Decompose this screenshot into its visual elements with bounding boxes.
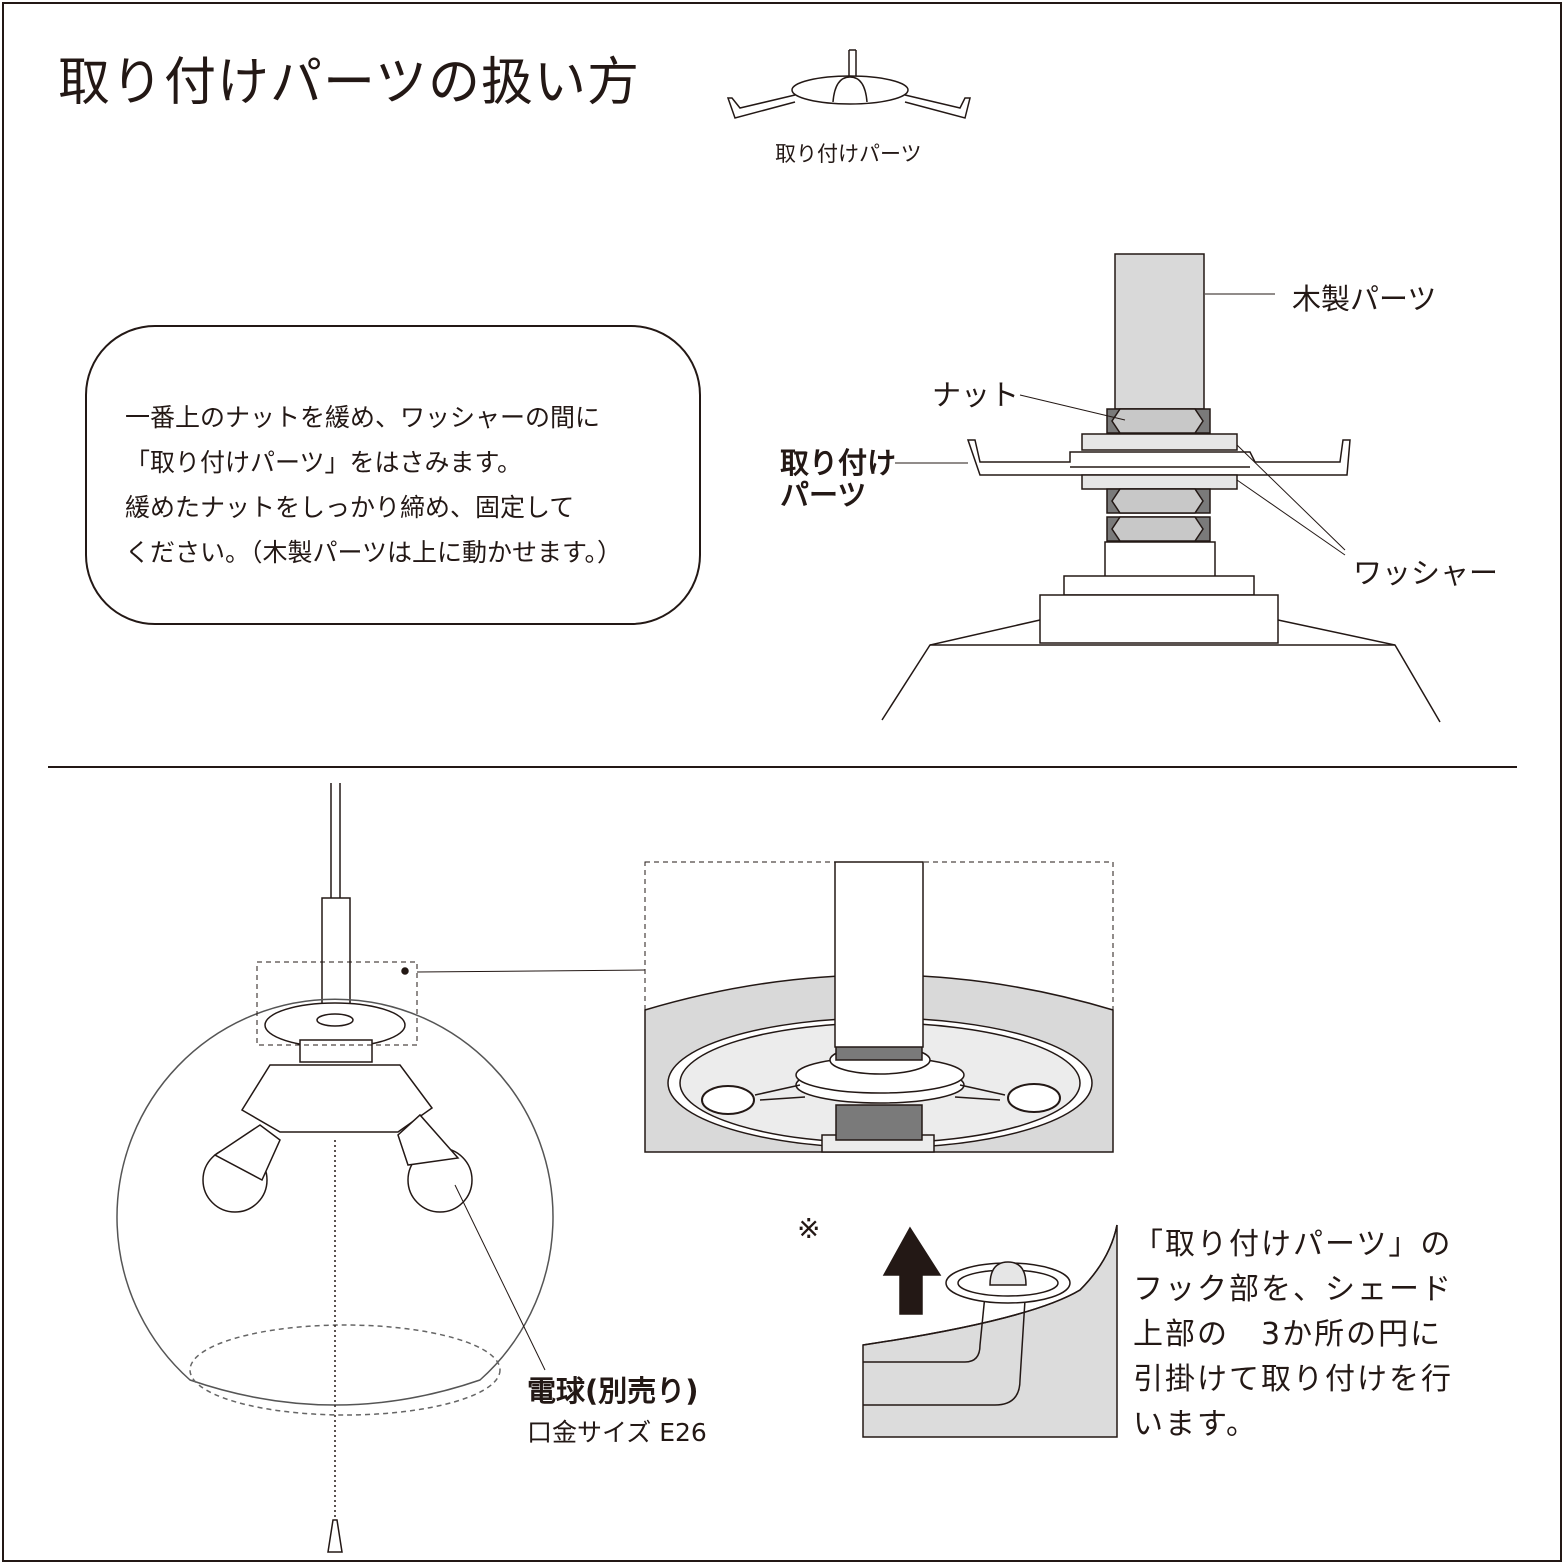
hook-note-line: 「取り付けパーツ」の — [1133, 1227, 1453, 1262]
instruction-line: ください。（木製パーツは上に動かせます。） — [125, 538, 623, 567]
hook-note-line: フック部を、シェード — [1133, 1272, 1453, 1307]
mounting-part-icon — [726, 49, 971, 119]
asterisk-mark: ※ — [797, 1212, 821, 1245]
label-wood-part: 木製パーツ — [1292, 282, 1437, 316]
hook-note-line: 上部の 3か所の円に — [1133, 1317, 1443, 1352]
instruction-line: 緩めたナットをしっかり締め、固定して — [125, 493, 575, 522]
label-nut: ナット — [932, 378, 1020, 412]
label-mounting-part-line: 取り付け — [780, 446, 897, 480]
page-title: 取り付けパーツの扱い方 — [58, 53, 640, 113]
instruction-line: 一番上のナットを緩め、ワッシャーの間に — [125, 403, 601, 432]
instruction-box: 一番上のナットを緩め、ワッシャーの間に 「取り付けパーツ」をはさみます。 緩めた… — [85, 325, 701, 625]
mounting-part-caption: 取り付けパーツ — [775, 142, 922, 166]
zoom-detail — [644, 861, 1114, 1153]
label-socket-size: 口金サイズ E26 — [527, 1418, 707, 1447]
hook-note-line: います。 — [1133, 1407, 1258, 1442]
label-washer: ワッシャー — [1353, 556, 1499, 590]
label-mounting-part: 取り付け パーツ — [780, 447, 896, 511]
instruction-line: 「取り付けパーツ」をはさみます。 — [125, 448, 523, 477]
hook-note: 「取り付けパーツ」の フック部を、シェード 上部の 3か所の円に 引掛けて取り付… — [1133, 1222, 1453, 1447]
pendant-lamp-drawing — [116, 783, 646, 1553]
label-mounting-part-line: パーツ — [780, 478, 867, 512]
hook-detail — [862, 1224, 1118, 1438]
hook-note-line: 引掛けて取り付けを行 — [1133, 1362, 1453, 1397]
cross-section-diagram — [881, 253, 1441, 723]
arrow-up-icon — [882, 1226, 942, 1315]
label-bulb: 電球(別売り) — [527, 1374, 699, 1408]
